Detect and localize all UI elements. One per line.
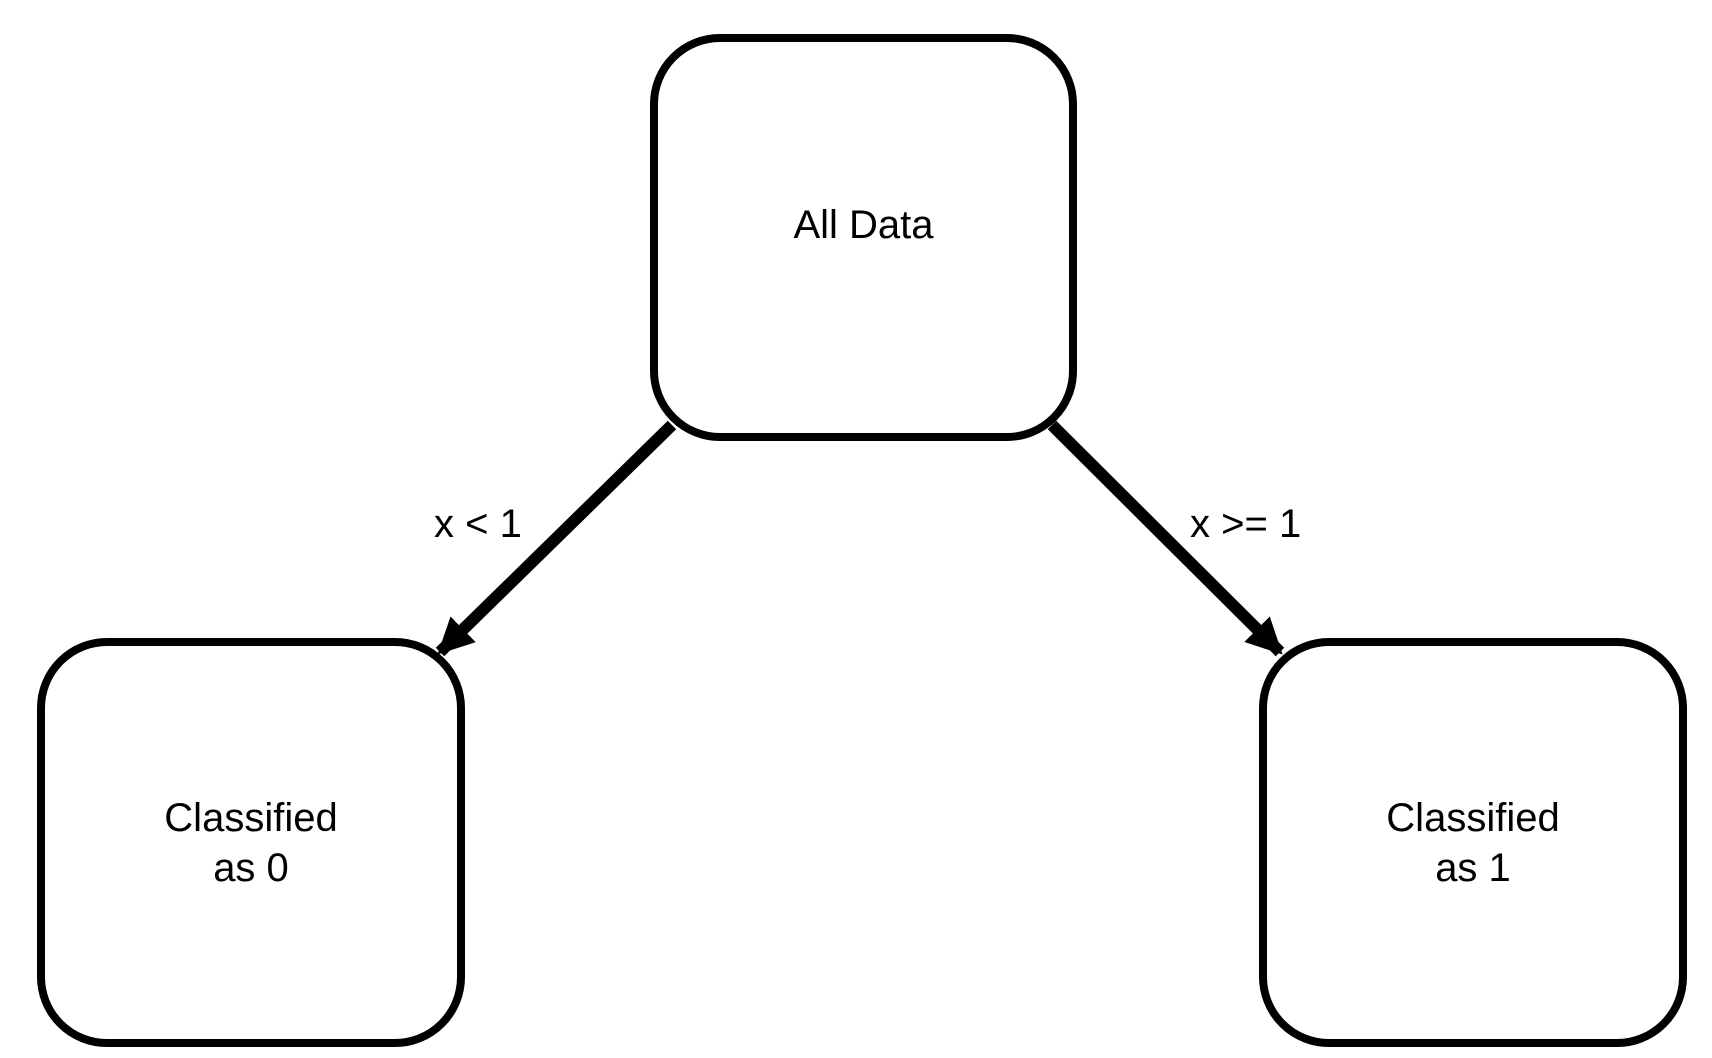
node-classified-1-line2: as 1 — [1435, 845, 1511, 890]
edge-left-arrow — [435, 420, 677, 657]
node-classified-0-line2: as 0 — [213, 845, 289, 890]
node-classified-0: Classified as 0 — [37, 638, 465, 1047]
edge-right-arrow — [1047, 420, 1285, 657]
node-classified-1-line1: Classified — [1386, 795, 1560, 840]
edge-left-label: x < 1 — [434, 502, 522, 546]
node-classified-1: Classified as 1 — [1259, 638, 1687, 1047]
node-all-data: All Data — [650, 34, 1077, 441]
node-classified-0-line1: Classified — [164, 795, 338, 840]
node-all-data-label: All Data — [793, 203, 934, 247]
edge-right-label: x >= 1 — [1190, 502, 1302, 546]
